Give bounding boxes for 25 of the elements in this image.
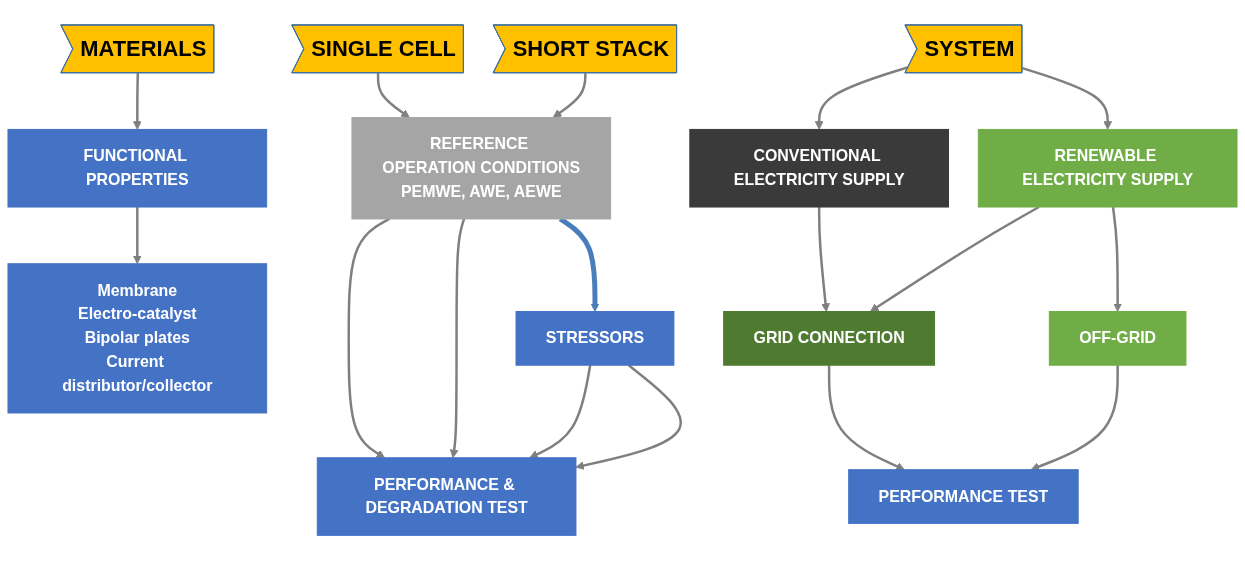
node-box: REFERENCE OPERATION CONDITIONS PEMWE, AWE, AEWE (351, 117, 612, 220)
arrow (575, 364, 682, 471)
node-box: OFF-GRID (1048, 311, 1187, 367)
node-box: GRID CONNECTION (723, 311, 936, 367)
node-box: CONVENTIONAL ELECTRICITY SUPPLY (689, 129, 949, 208)
arrow (376, 73, 410, 119)
node-box: RENEWABLE ELECTRICITY SUPPLY (977, 129, 1238, 208)
arrow (529, 365, 592, 459)
node-box: STRESSORS (515, 311, 675, 367)
arrow (814, 66, 909, 131)
arrow (132, 73, 142, 131)
node-box: FUNCTIONAL PROPERTIES (7, 129, 268, 208)
node-box: PERFORMANCE TEST (848, 469, 1079, 525)
arrow (132, 207, 142, 265)
arrow (552, 73, 587, 119)
node-box: Membrane Electro-catalyst Bipolar plates Current distributor/collector (7, 263, 268, 414)
node-box: PERFORMANCE & DEGRADATION TEST (316, 457, 577, 537)
arrow (1111, 207, 1122, 313)
arrow (1022, 67, 1113, 131)
arrow (827, 365, 905, 471)
arrow (347, 218, 390, 459)
arrow (817, 207, 830, 313)
arrow (449, 218, 466, 459)
arrow (870, 206, 1040, 313)
arrow (1030, 365, 1119, 472)
